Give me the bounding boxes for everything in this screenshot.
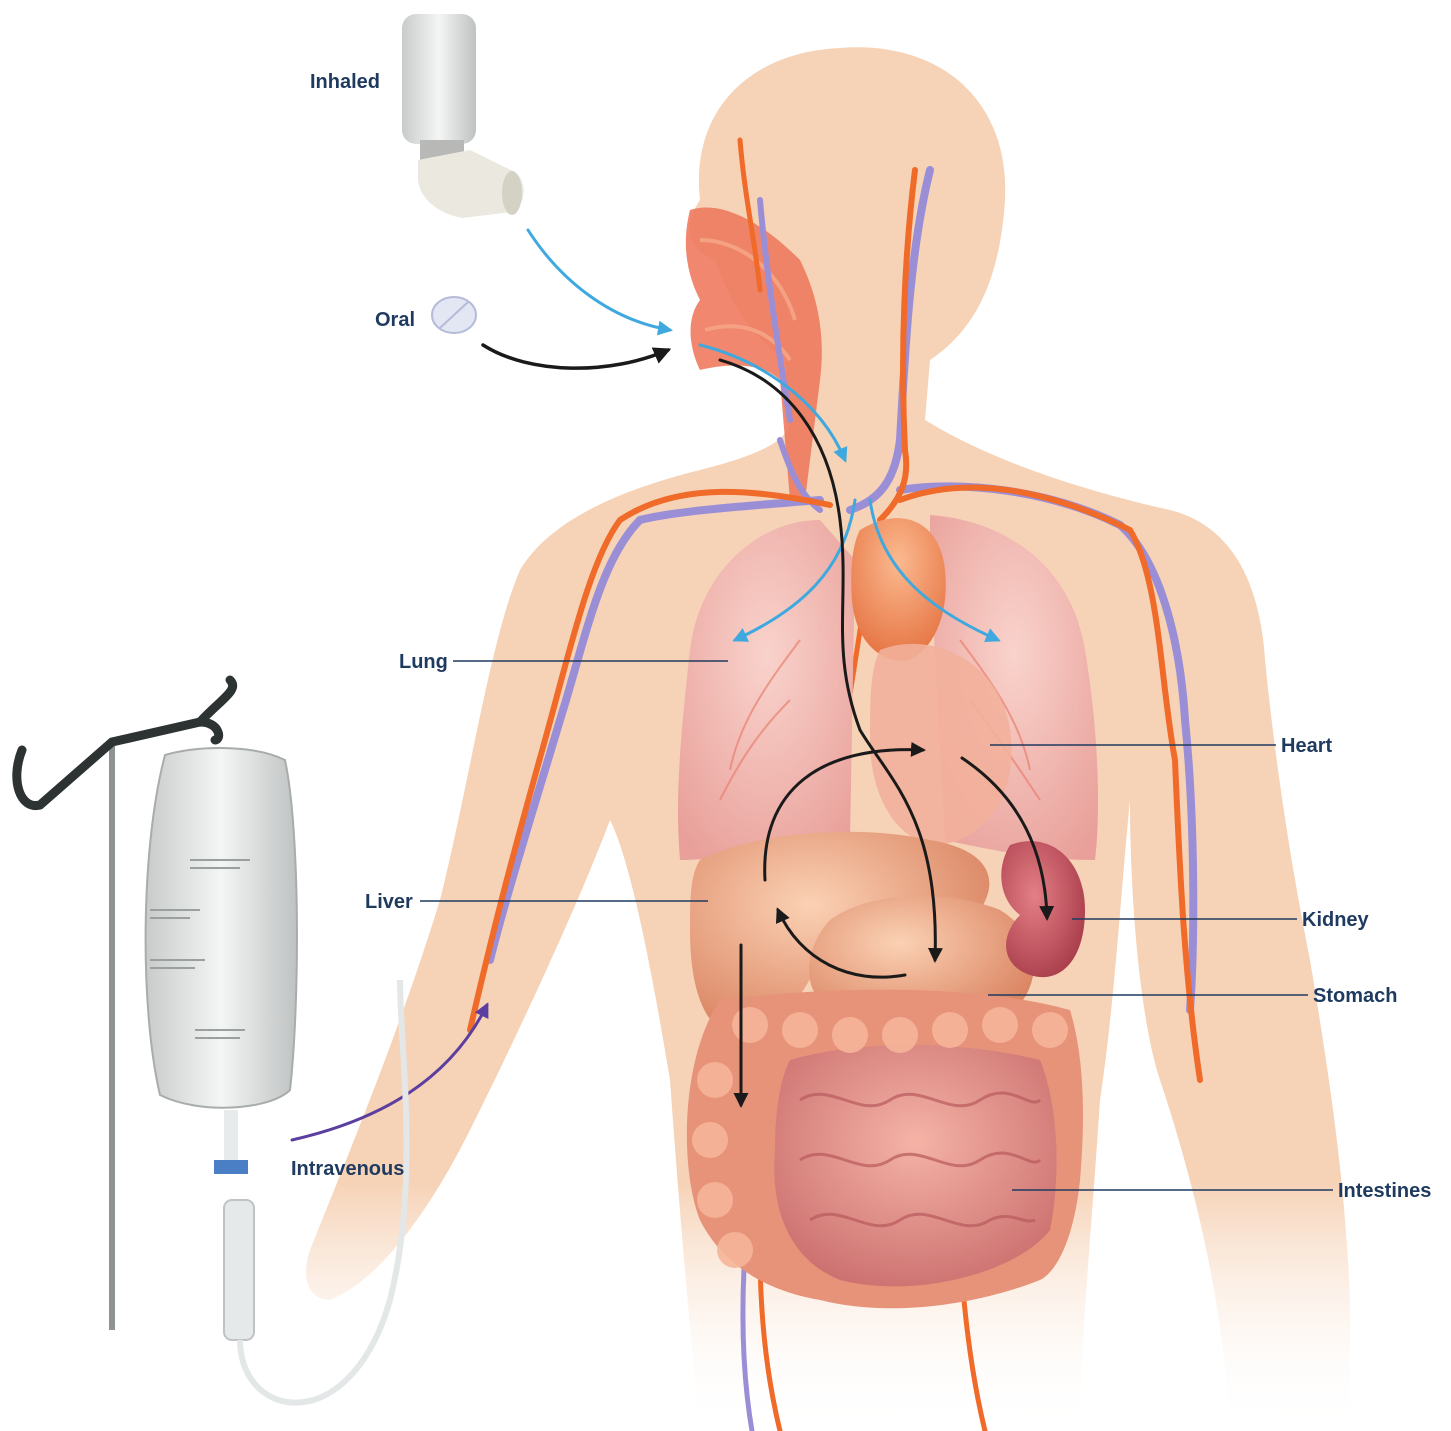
pill-icon	[432, 297, 476, 333]
label-heart: Heart	[1281, 735, 1332, 757]
intestines	[687, 990, 1083, 1309]
label-lung: Lung	[399, 651, 448, 673]
label-intravenous: Intravenous	[291, 1158, 404, 1180]
label-oral: Oral	[375, 309, 415, 331]
label-liver: Liver	[365, 891, 413, 913]
label-kidney: Kidney	[1302, 909, 1370, 931]
label-inhaled: Inhaled	[310, 71, 380, 93]
iv-bag-icon	[146, 748, 407, 1403]
label-intestines: Intestines	[1338, 1180, 1431, 1202]
oral-arrow	[483, 345, 668, 368]
label-stomach: Stomach	[1313, 985, 1397, 1007]
inhaled-arrow	[528, 230, 670, 330]
inhaler-icon	[402, 14, 524, 218]
